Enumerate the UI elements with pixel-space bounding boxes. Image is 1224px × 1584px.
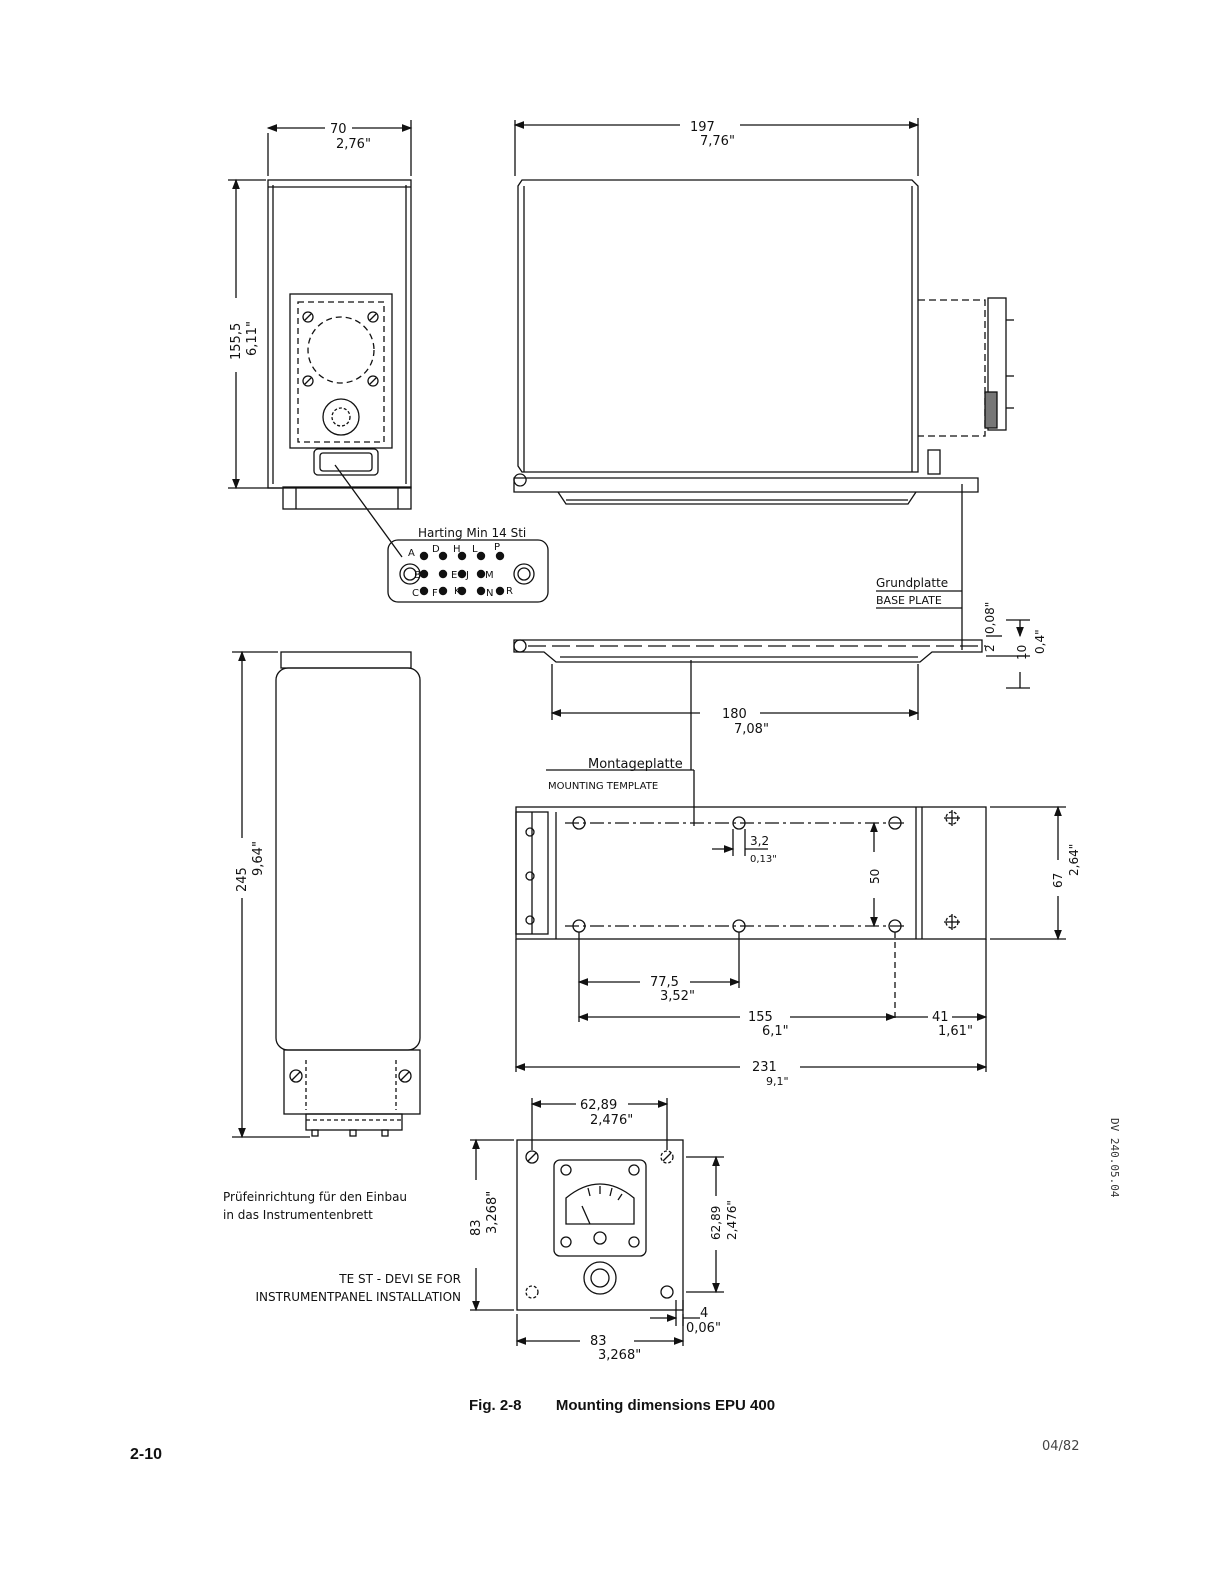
template-dim-c-mm: 41: [932, 1010, 949, 1025]
template-total-in: 9,1": [766, 1075, 789, 1088]
device-hole-top-mm: 62,89: [580, 1098, 617, 1113]
test-device-note-de-line2: in das Instrumentenbrett: [223, 1208, 373, 1222]
pin-label-d: D: [432, 544, 440, 555]
base-thickness-in: 0,08": [983, 602, 997, 634]
test-device: [470, 1098, 724, 1346]
front-height-mm: 155,5: [229, 323, 244, 360]
base-span-in: 7,08": [734, 722, 769, 737]
base-height-in: 0,4": [1033, 629, 1047, 654]
connector-pin-labels: A D H L P B E J M C F K N R: [408, 542, 513, 599]
device-offset-in: 0,06": [686, 1321, 721, 1336]
template-label-en: MOUNTING TEMPLATE: [548, 781, 658, 792]
template-hole-in: 0,13": [750, 854, 777, 865]
pin-label-l: L: [472, 544, 478, 555]
template-dim-c-in: 1,61": [938, 1024, 973, 1039]
device-size-h-in: 3,268": [598, 1348, 641, 1363]
test-device-note-en-line1: TE ST - DEVI SE FOR: [339, 1272, 461, 1286]
base-plate-label-de: Grundplatte: [876, 576, 948, 590]
template-dim-a-in: 3,52": [660, 989, 695, 1004]
template-hole-mm: 3,2: [750, 834, 769, 848]
pin-label-p: P: [494, 542, 500, 553]
template-dim-b-in: 6,1": [762, 1024, 789, 1039]
base-plate: [513, 590, 1030, 826]
base-plate-label-en: BASE PLATE: [876, 594, 942, 607]
template-label-de: Montageplatte: [588, 757, 683, 772]
front-width-mm: 70: [330, 122, 347, 137]
template-height-in: 2,64": [1067, 844, 1081, 876]
pin-label-e: E: [451, 570, 457, 581]
mounting-template: [514, 805, 1066, 1072]
pin-label-f: F: [432, 588, 438, 599]
pin-label-a: A: [408, 548, 415, 559]
pin-label-j: J: [465, 570, 469, 581]
base-thickness-mm: 2: [983, 644, 997, 652]
template-pitch-mm: 50: [868, 869, 882, 884]
template-dim-a-mm: 77,5: [650, 975, 679, 990]
pin-label-b: B: [414, 570, 421, 581]
test-device-note-en: TE ST - DEVI SE FOR INSTRUMENTPANEL INST…: [223, 1270, 461, 1306]
side-reference: DV 240.05.04: [1108, 1118, 1121, 1198]
device-size-v-in: 3,268": [485, 1191, 500, 1234]
figure-title: Mounting dimensions EPU 400: [555, 1397, 776, 1414]
base-height-mm: 10: [1015, 645, 1029, 660]
side-width-mm: 197: [690, 120, 715, 135]
top-length-mm: 245: [235, 867, 250, 892]
connector-detail: [387, 539, 549, 603]
device-hole-v-in: 2,476": [725, 1200, 739, 1240]
device-size-h-mm: 83: [590, 1334, 607, 1349]
pin-label-r: R: [506, 586, 513, 597]
pin-label-m: M: [485, 570, 494, 581]
device-hole-top-in: 2,476": [590, 1113, 633, 1128]
front-width-in: 2,76": [336, 137, 371, 152]
template-height-mm: 67: [1051, 873, 1065, 888]
figure-caption: Fig. 2-8 Mounting dimensions EPU 400: [469, 1398, 775, 1413]
top-length-in: 9,64": [251, 841, 266, 876]
page-number: 2-10: [130, 1446, 163, 1463]
test-device-note-de: Prüfeinrichtung für den Einbau in das In…: [223, 1188, 407, 1224]
template-total-mm: 231: [752, 1060, 777, 1075]
page-date: 04/82: [1042, 1439, 1080, 1454]
device-size-v-mm: 83: [469, 1219, 484, 1236]
test-device-note-en-line2: INSTRUMENTPANEL INSTALLATION: [255, 1290, 461, 1304]
top-view: [232, 650, 421, 1139]
side-view: [513, 118, 1014, 650]
side-width-in: 7,76": [700, 134, 735, 149]
device-offset-mm: 4: [700, 1306, 708, 1321]
front-view: [228, 120, 413, 558]
pin-label-n: N: [486, 588, 493, 599]
figure-number: Fig. 2-8: [469, 1397, 522, 1414]
template-dim-b-mm: 155: [748, 1010, 773, 1025]
pin-label-c: C: [412, 588, 419, 599]
pin-label-h: H: [453, 544, 461, 555]
connector-label: Harting Min 14 Sti: [418, 526, 526, 540]
device-hole-v-mm: 62,89: [709, 1206, 723, 1240]
test-device-note-de-line1: Prüfeinrichtung für den Einbau: [223, 1190, 408, 1204]
pin-label-k: K: [454, 586, 461, 597]
front-height-in: 6,11": [245, 321, 260, 356]
base-span-mm: 180: [722, 707, 747, 722]
